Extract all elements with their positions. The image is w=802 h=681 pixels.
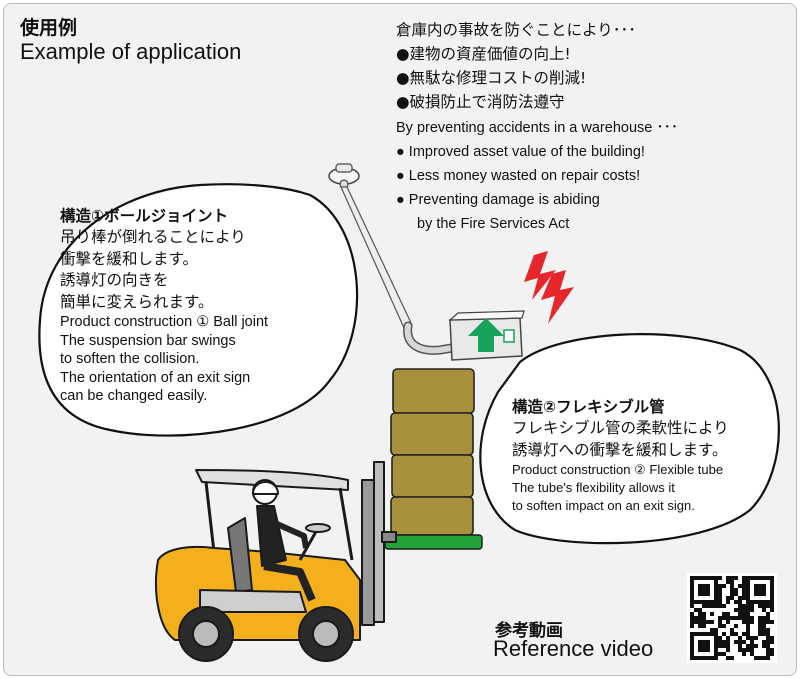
flexible-tube-line-ja: 誘導灯への衝撃を緩和します。 bbox=[512, 440, 728, 459]
flexible-tube-heading: 構造②フレキシブル管 bbox=[512, 398, 665, 416]
ball-joint-line-en: can be changed easily. bbox=[60, 388, 208, 404]
ball-joint-line-en: The orientation of an exit sign bbox=[60, 369, 251, 386]
benefit-item-en: ● Preventing damage is abiding bbox=[396, 192, 600, 208]
pallet bbox=[384, 534, 483, 550]
exit-sign bbox=[448, 310, 525, 361]
cargo-boxes bbox=[390, 368, 475, 536]
benefit-item-ja: ●建物の資産価値の向上! bbox=[396, 45, 571, 63]
exit-arrow-icon bbox=[468, 318, 504, 352]
benefit-item-en: by the Fire Services Act bbox=[417, 216, 570, 232]
page-title-en: Example of application bbox=[20, 39, 242, 64]
flexible-tube-text: 構造②フレキシブル管 フレキシブル管の柔軟性により 誘導灯への衝撃を緩和します。… bbox=[512, 396, 729, 515]
benefit-item-en: ● Improved asset value of the building! bbox=[396, 144, 645, 160]
benefit-item-ja: ●無駄な修理コストの削減! bbox=[396, 69, 587, 87]
ball-joint-line-en: The suspension bar swings bbox=[60, 332, 236, 349]
ball-joint-text: 構造①ボールジョイント 吊り棒が倒れることにより 衝撃を緩和します。 誘導灯の向… bbox=[60, 205, 268, 406]
page-title-ja: 使用例 bbox=[20, 17, 78, 39]
flexible-tube-line-en: The tube's flexibility allows it bbox=[512, 480, 675, 495]
ball-joint-bubble bbox=[38, 183, 359, 437]
benefit-item-ja: ●破損防止で消防法遵守 bbox=[396, 93, 565, 111]
ball-joint-line-ja: 誘導灯の向きを bbox=[60, 271, 169, 289]
ball-joint-heading: 構造①ボールジョイント bbox=[60, 207, 229, 225]
lightning-icon bbox=[524, 251, 574, 324]
benefit-item-en: ● Less money wasted on repair costs! bbox=[396, 168, 641, 184]
forklift bbox=[155, 461, 397, 662]
ceiling-mount bbox=[328, 163, 360, 189]
flexible-tube-line-en: to soften impact on an exit sign. bbox=[512, 498, 695, 513]
ball-joint-line-ja: 簡単に変えられます。 bbox=[60, 292, 214, 311]
ball-joint-line-ja: 衝撃を緩和します。 bbox=[60, 249, 198, 268]
benefits-block: 倉庫内の事故を防ぐことにより･･･ ●建物の資産価値の向上! ●無駄な修理コスト… bbox=[396, 18, 678, 236]
benefits-intro-ja: 倉庫内の事故を防ぐことにより･･･ bbox=[396, 21, 636, 39]
ball-joint-line-en: Product construction ① Ball joint bbox=[60, 314, 269, 330]
ball-joint-line-en: to soften the collision. bbox=[60, 351, 200, 367]
reference-video-label-ja: 参考動画 bbox=[495, 621, 563, 641]
flexible-tube-line-en: Product construction ② Flexible tube bbox=[512, 462, 724, 477]
reference-video-label-en: Reference video bbox=[493, 636, 654, 661]
ball-joint-line-ja: 吊り棒が倒れることにより bbox=[60, 228, 246, 246]
benefits-intro-en: By preventing accidents in a warehouse ･… bbox=[396, 120, 679, 136]
qr-code bbox=[687, 573, 777, 663]
flexible-tube-line-ja: フレキシブル管の柔軟性により bbox=[512, 419, 729, 437]
flexible-tube-bubble bbox=[479, 333, 780, 545]
